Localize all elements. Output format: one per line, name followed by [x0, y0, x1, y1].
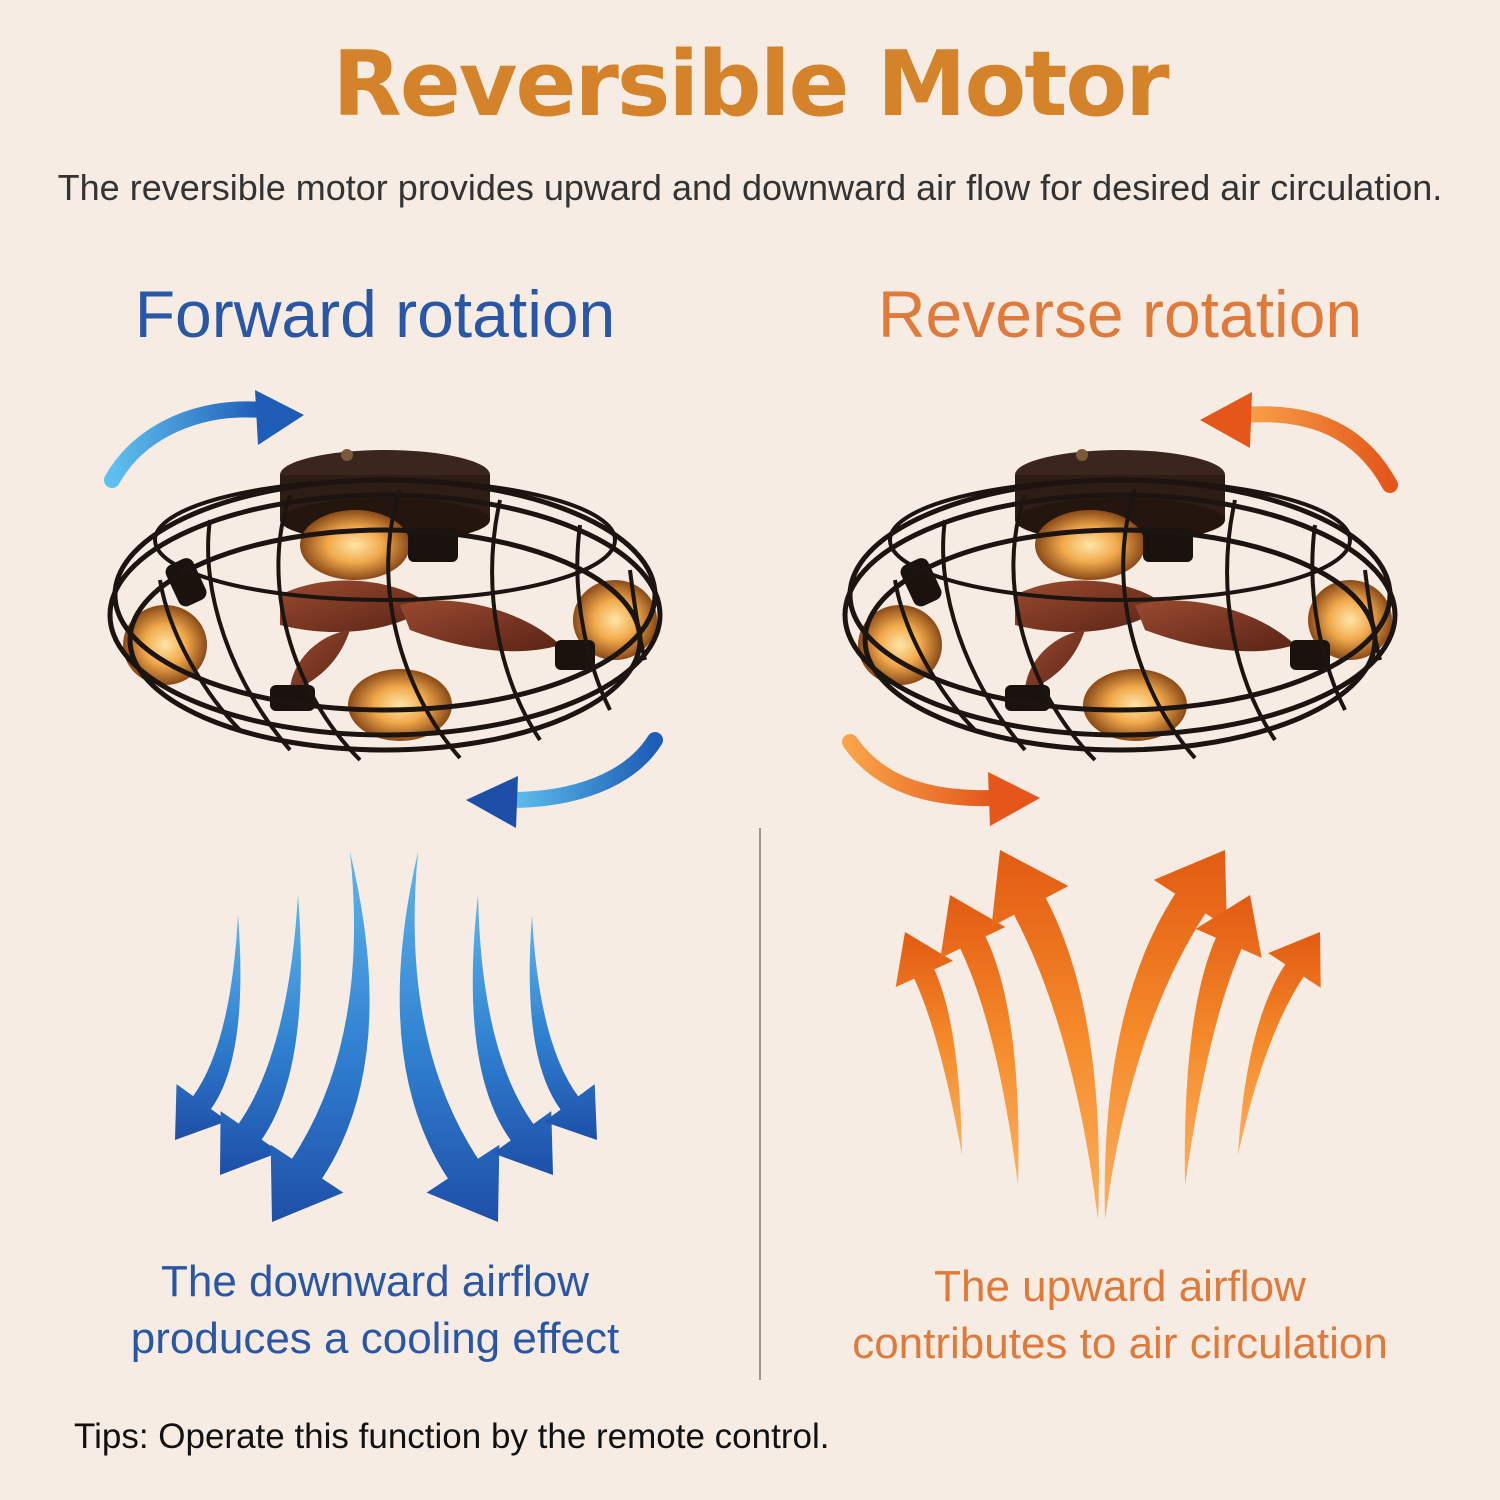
- forward-caption-line1: The downward airflow: [161, 1257, 589, 1306]
- airflow-arrow-icon: [991, 850, 1099, 1220]
- forward-fan-icon: [107, 449, 663, 762]
- forward-caption-line2: produces a cooling effect: [130, 1314, 620, 1363]
- page-title: Reversible Motor: [332, 32, 1169, 137]
- airflow-arrow-icon: [270, 852, 370, 1222]
- airflow-arrow-icon: [220, 895, 301, 1175]
- forward-rotation-heading: Forward rotation: [134, 277, 616, 351]
- page-subtitle: The reversible motor provides upward and…: [57, 167, 1443, 208]
- downward-airflow-arrows: [175, 852, 597, 1222]
- airflow-arrow-icon: [529, 915, 597, 1140]
- airflow-arrow-icon: [175, 915, 241, 1140]
- forward-caption: The downward airflow produces a cooling …: [15, 1253, 735, 1367]
- section-divider: [759, 828, 761, 1380]
- reverse-caption-line1: The upward airflow: [934, 1262, 1306, 1311]
- airflow-arrow-icon: [940, 895, 1019, 1185]
- airflow-arrow-icon: [895, 932, 962, 1155]
- upward-airflow-arrows: [895, 850, 1321, 1220]
- reverse-fan-icon: [842, 449, 1398, 762]
- airflow-arrow-icon: [1104, 850, 1227, 1220]
- airflow-arrow-icon: [1238, 932, 1321, 1155]
- reverse-caption: The upward airflow contributes to air ci…: [760, 1258, 1480, 1372]
- airflow-arrow-icon: [1184, 895, 1262, 1185]
- tips-note: Tips: Operate this function by the remot…: [74, 1417, 830, 1456]
- reverse-caption-line2: contributes to air circulation: [852, 1319, 1388, 1368]
- reverse-rotation-heading: Reverse rotation: [877, 277, 1363, 351]
- airflow-arrow-icon: [399, 852, 500, 1222]
- airflow-arrow-icon: [472, 895, 553, 1175]
